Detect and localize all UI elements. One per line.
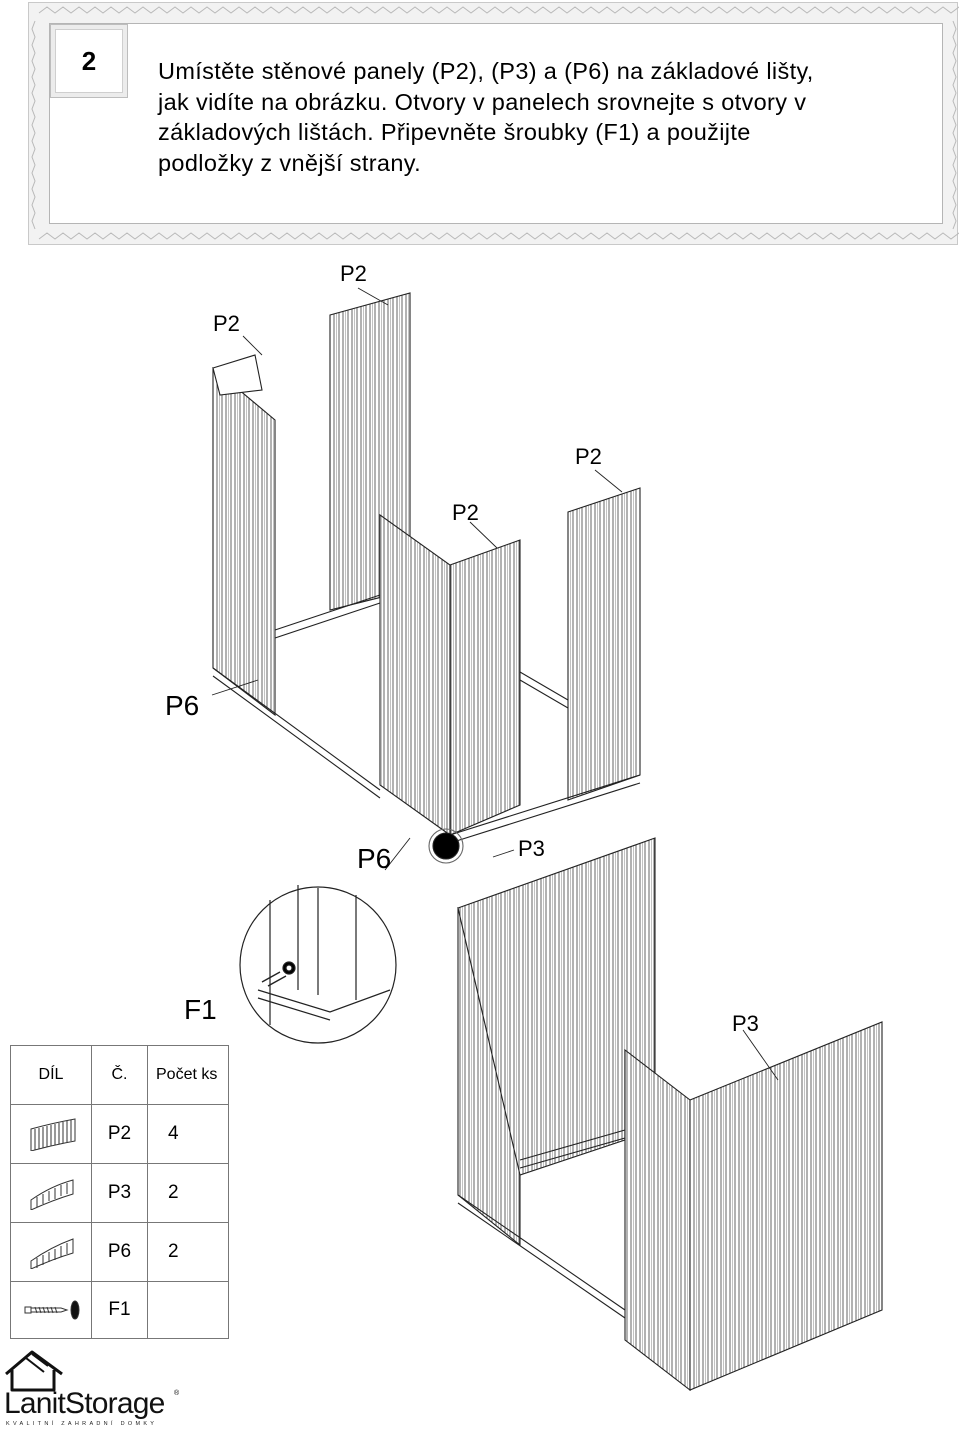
callout-p2: P2 [452, 500, 479, 525]
instruction-panel [49, 23, 943, 224]
part-number: P3 [91, 1163, 148, 1223]
part-quantity: 2 [147, 1163, 229, 1223]
panel-p3-front [689, 1021, 883, 1391]
step-number: 2 [55, 29, 123, 93]
table-row: P3 2 [10, 1163, 229, 1223]
fastener-marker [432, 832, 460, 860]
base-rail-upper-back [274, 594, 381, 639]
panel-p2-back-left-side [212, 354, 263, 396]
callout-f1: F1 [184, 994, 217, 1025]
table-row: P6 2 [10, 1222, 229, 1282]
header-part: DÍL [10, 1045, 92, 1105]
base-rail-upper-right [519, 671, 569, 709]
callout-p3: P3 [732, 1011, 759, 1036]
panel-p3-icon [10, 1163, 92, 1223]
panel-p2-icon [10, 1104, 92, 1164]
part-number: F1 [91, 1281, 148, 1339]
panel-p2-front [449, 539, 521, 836]
decorative-border-pattern [31, 6, 959, 240]
screw-washer-icon [10, 1281, 92, 1339]
header-quantity: Počet ks [147, 1045, 229, 1105]
callout-p2: P2 [340, 261, 367, 286]
instruction-text: Umístěte stěnové panely (P2), (P3) a (P6… [158, 58, 814, 176]
parts-table: DÍL Č. Počet ks P2 4 P3 2 P6 2 [10, 1045, 229, 1339]
panel-p6-icon [10, 1222, 92, 1282]
base-rail-upper-left [212, 667, 381, 799]
callout-p2: P2 [575, 444, 602, 469]
table-row: F1 [10, 1281, 229, 1339]
brand-name: LanitStorage [4, 1387, 165, 1420]
panel-p2-front-left [379, 513, 451, 837]
header-number: Č. [91, 1045, 148, 1105]
callout-p6: P6 [165, 690, 200, 721]
callout-p6: P6 [357, 843, 392, 874]
screw-detail-magnifier [239, 885, 397, 1044]
registered-mark: ® [174, 1390, 180, 1397]
panel-p3-front-left [624, 1048, 691, 1392]
base-rail-lower-back [519, 1129, 626, 1169]
callout-p3: P3 [518, 836, 545, 861]
step-number-badge: 2 [50, 24, 128, 98]
part-quantity: 4 [147, 1104, 229, 1164]
part-number: P6 [91, 1222, 148, 1282]
table-row: P2 4 [10, 1104, 229, 1164]
instruction-frame [28, 2, 959, 245]
part-quantity [147, 1281, 229, 1339]
base-rail-upper-front [449, 774, 641, 844]
house-icon [5, 1350, 63, 1392]
callout-p2: P2 [213, 311, 240, 336]
panel-p2-back-left [212, 366, 276, 717]
brand-logo: LanitStorage ® KVALITNÍ ZAHRADNÍ DOMKY [2, 1348, 192, 1428]
parts-table-header: DÍL Č. Počet ks [10, 1045, 229, 1105]
part-quantity: 2 [147, 1222, 229, 1282]
part-number: P2 [91, 1104, 148, 1164]
panel-p2-right [567, 487, 641, 801]
brand-tagline: KVALITNÍ ZAHRADNÍ DOMKY [6, 1421, 158, 1427]
base-rail-lower-left [457, 1194, 626, 1319]
